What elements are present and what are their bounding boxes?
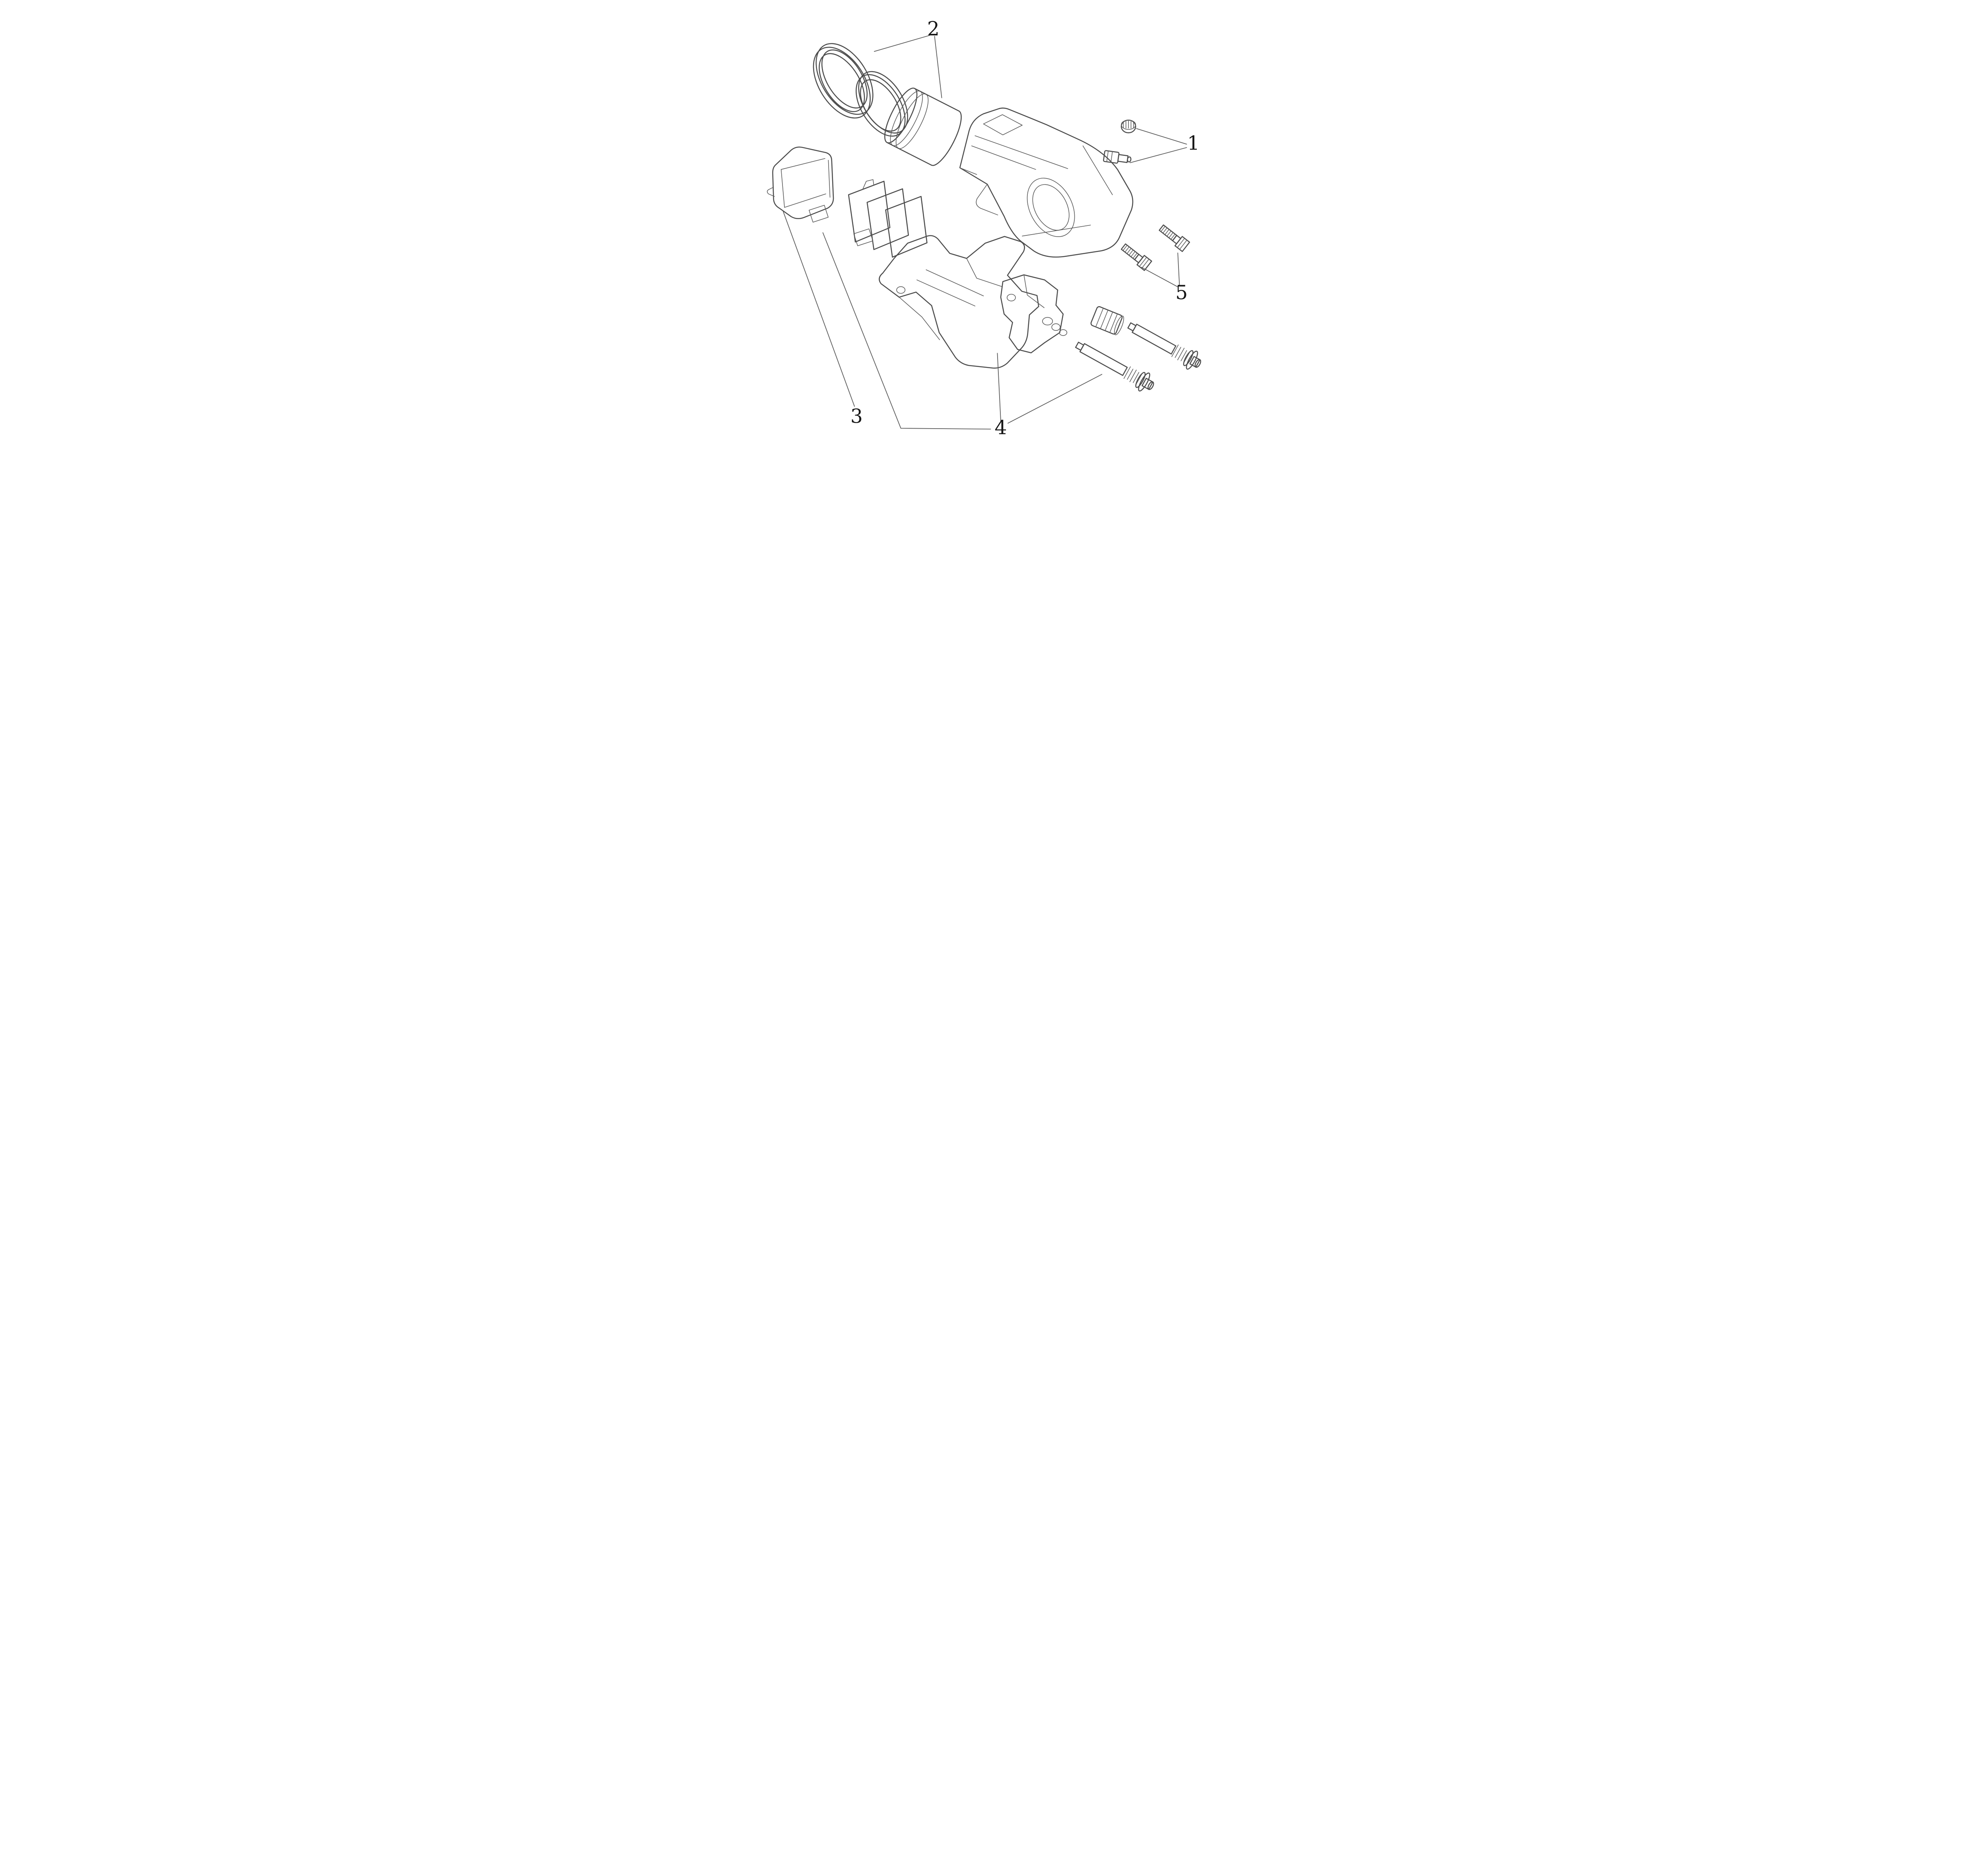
diagram-canvas: 1 2 3 4 5 xyxy=(665,0,1323,465)
leader-line-4a xyxy=(822,232,991,430)
mounting-bolt-1 xyxy=(1120,243,1152,271)
exploded-parts-diagram: 1 2 3 4 5 xyxy=(665,0,1323,465)
callout-5: 5 xyxy=(1175,282,1188,304)
guide-pin-bushing xyxy=(1090,306,1124,335)
pad-retainer-clips xyxy=(809,205,874,247)
brake-pad-inner-stack xyxy=(848,179,928,258)
leader-line-4b xyxy=(997,353,1001,421)
caliper-bracket xyxy=(879,235,1039,369)
callout-4: 4 xyxy=(994,417,1007,439)
mounting-bolt-2 xyxy=(1159,224,1190,252)
dust-seal-ring xyxy=(856,71,908,137)
bleeder-valve xyxy=(1103,150,1132,164)
bracket-arm xyxy=(1000,274,1068,353)
piston-seal-ring xyxy=(813,43,874,119)
leader-line-3 xyxy=(783,211,855,407)
callout-1: 1 xyxy=(1187,132,1200,154)
leader-line-5a xyxy=(1141,267,1178,287)
leader-line-2a xyxy=(874,35,930,52)
piston xyxy=(884,87,962,166)
leader-line-1b xyxy=(1130,147,1187,163)
bleeder-cap xyxy=(1120,119,1136,134)
caliper-body xyxy=(959,107,1134,258)
guide-pin-1 xyxy=(1075,342,1154,392)
leader-line-5b xyxy=(1177,252,1180,286)
leader-line-2b xyxy=(934,36,942,98)
leader-line-1a xyxy=(1136,128,1187,145)
callout-2: 2 xyxy=(927,18,940,40)
brake-pad-outer xyxy=(767,146,834,219)
guide-pin-2 xyxy=(1127,322,1201,370)
callout-3: 3 xyxy=(850,405,863,427)
leader-line-4c xyxy=(1008,374,1103,424)
